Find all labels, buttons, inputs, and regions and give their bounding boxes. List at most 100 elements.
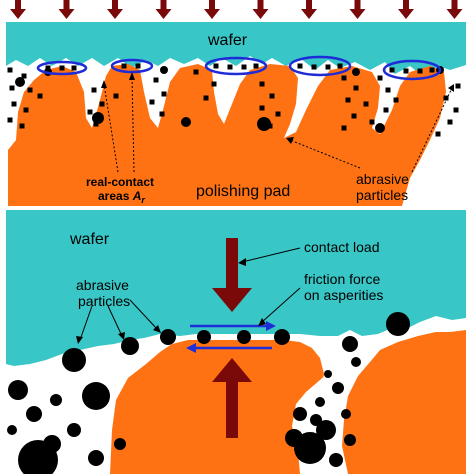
abrasive-particle: [341, 125, 347, 131]
abrasive-particle: [259, 81, 265, 87]
contact-particle: [311, 64, 317, 70]
arrow-shaft: [403, 0, 409, 10]
abrasive-particle: [23, 107, 29, 113]
friction-arrows: [190, 324, 272, 350]
abrasive-particle: [344, 434, 356, 446]
contact-particle: [325, 64, 331, 70]
abrasive-particle: [386, 312, 410, 336]
arrow-shaft: [306, 0, 312, 10]
abrasive-particle: [27, 87, 33, 93]
arrowhead: [448, 84, 454, 92]
abrasive-particle: [257, 117, 271, 131]
abrasive-particle: [443, 95, 449, 101]
arrow-head: [252, 9, 269, 19]
real-contact-subscript: r: [141, 195, 145, 205]
arrow-head: [107, 9, 123, 19]
abrasive-particles-top-line1: abrasive: [356, 171, 409, 187]
bottom-panel: wafer contact load friction force on asp…: [6, 210, 466, 474]
arrow-head: [212, 288, 252, 312]
arrow-head: [204, 9, 220, 19]
abrasive-particle: [275, 111, 281, 117]
abrasive-particle: [453, 107, 459, 113]
abrasive-particle: [161, 91, 167, 97]
contact-particle: [213, 63, 219, 69]
abrasive-particle: [259, 105, 265, 111]
abrasive-particle: [19, 123, 25, 129]
abrasive-particle: [93, 121, 99, 127]
abrasive-particle: [316, 420, 336, 440]
abrasive-particle: [37, 93, 43, 99]
abrasive-particle: [159, 111, 165, 117]
top-panel: wafer real-contact areas Ar polishing pa…: [6, 0, 466, 206]
contact-particle: [71, 65, 77, 71]
abrasive-particle: [455, 83, 461, 89]
abrasive-particle: [181, 117, 191, 127]
contact-particle: [135, 63, 141, 69]
contact-particle: [417, 68, 423, 74]
abrasive-particle: [193, 69, 199, 75]
contact-particle: [227, 64, 233, 70]
arrow-head: [155, 9, 172, 19]
abrasive-particle: [153, 77, 159, 83]
abrasive-particle: [294, 432, 326, 464]
annotation-arrow: [131, 75, 135, 173]
bottom-polishing-pad: [110, 330, 466, 474]
abrasive-particle: [293, 407, 307, 421]
abrasive-particle: [26, 406, 42, 422]
top-wafer-layer: [6, 22, 466, 78]
abrasive-particle: [351, 113, 357, 119]
annotation-line: [241, 247, 301, 263]
arrow-head: [398, 9, 414, 19]
abrasive-particle: [82, 382, 110, 410]
contact-load-label: contact load: [304, 239, 380, 255]
real-contact-area-ellipse: [204, 56, 268, 76]
annotation-arrow: [289, 139, 361, 169]
annotation-line: [261, 287, 301, 323]
contact-particle: [429, 67, 435, 73]
contact-particle: [237, 330, 251, 344]
contact-load-arrow-down: [212, 238, 252, 312]
real-contact-area-ellipse: [36, 60, 88, 76]
contact-particle: [59, 65, 65, 71]
pressure-arrow: [204, 0, 220, 19]
real-contact-area-ellipse: [382, 59, 442, 81]
pressure-arrow: [398, 0, 414, 19]
abrasive-particle: [11, 101, 17, 107]
top-abrasive-particles: [7, 66, 461, 137]
pressure-arrow: [58, 0, 75, 19]
pressure-arrow: [155, 0, 172, 19]
pressure-arrow: [10, 0, 26, 19]
abrasive-particle: [385, 87, 391, 93]
abrasive-particle: [363, 101, 369, 107]
arrow-shaft: [160, 0, 167, 10]
abrasive-particle: [91, 87, 97, 93]
contact-particle: [197, 330, 211, 344]
abrasive-particle: [21, 73, 27, 79]
arrow-shaft: [209, 0, 215, 10]
annotation-line: [107, 305, 123, 337]
polishing-pad-label: polishing pad: [196, 183, 290, 200]
contact-particle: [160, 329, 176, 345]
abrasive-particle: [352, 68, 360, 76]
annotation-arrow: [411, 87, 453, 173]
friction-force-label-line1: friction force: [304, 271, 380, 287]
top-contact-dots: [45, 63, 435, 74]
abrasive-particle: [99, 101, 105, 107]
pressure-arrow: [252, 0, 269, 19]
real-contact-label-prefix: areas: [98, 189, 133, 203]
arrow-shaft: [112, 0, 118, 10]
abrasive-particle: [351, 357, 361, 367]
abrasive-particle: [342, 336, 358, 352]
abrasive-particle: [369, 119, 375, 125]
contact-particle: [45, 65, 51, 71]
abrasive-particle: [393, 97, 399, 103]
bottom-annotation-lines: [79, 247, 301, 341]
abrasive-particle: [9, 85, 15, 91]
arrow-head: [10, 9, 26, 19]
abrasive-particle: [329, 453, 343, 467]
abrasive-particle: [15, 77, 25, 87]
arrow-shaft: [63, 0, 70, 10]
real-contact-symbol: A: [132, 189, 142, 203]
abrasive-particle: [341, 75, 347, 81]
arrowhead-left: [186, 343, 196, 353]
